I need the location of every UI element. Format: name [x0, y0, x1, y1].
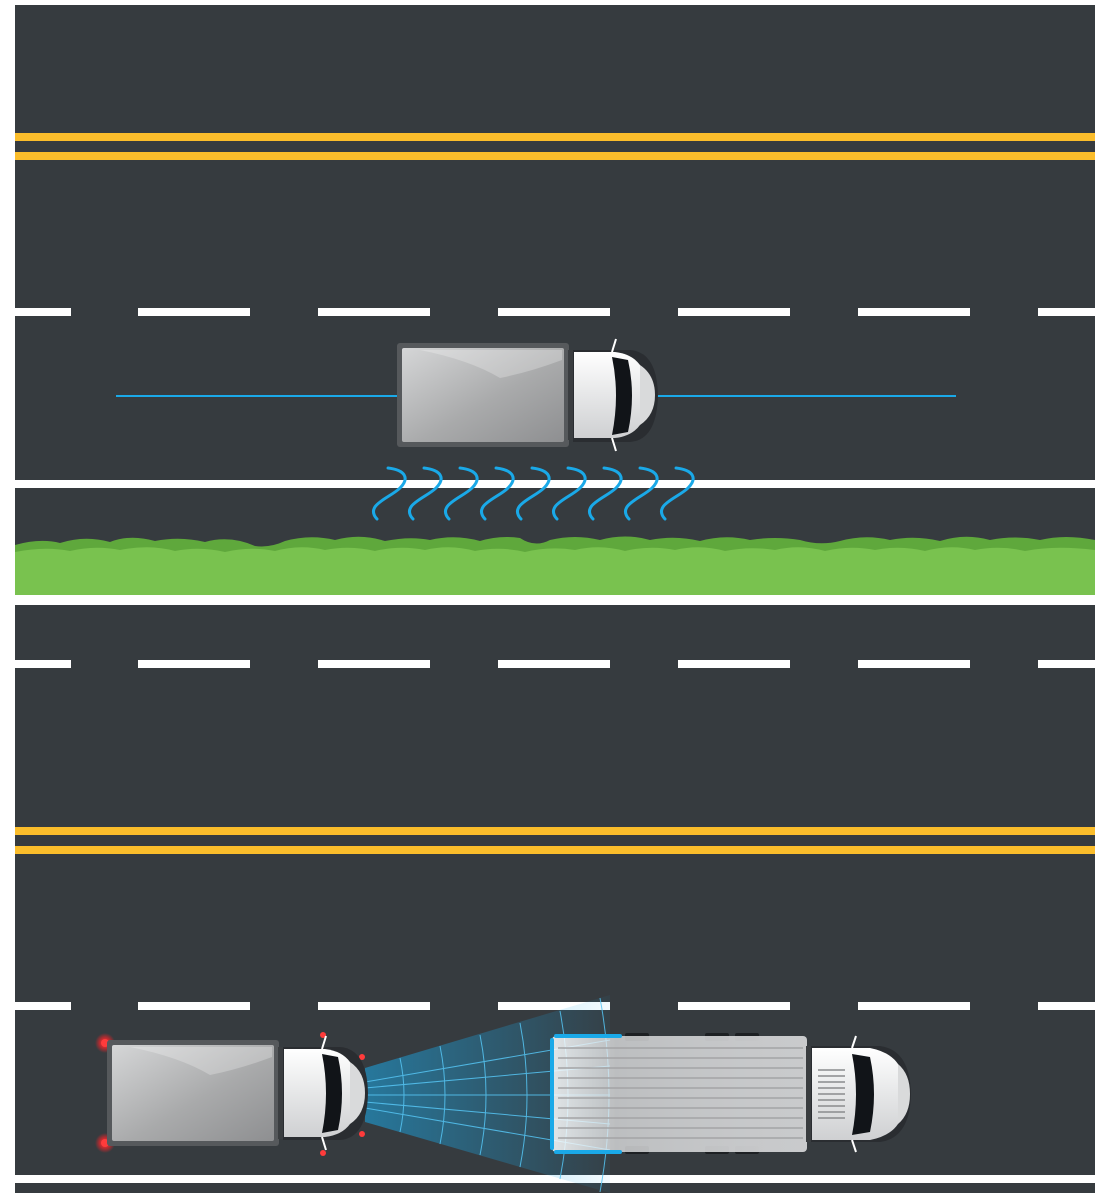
bottom-panel-collision-warning — [15, 605, 1095, 1193]
top-center-line-lower — [15, 152, 1095, 160]
box-truck-icon — [397, 339, 658, 451]
top-center-line-upper — [15, 133, 1095, 141]
semi-trailer-icon — [552, 1033, 911, 1154]
bottom-center-line-upper — [15, 827, 1095, 835]
bottom-dashed-lane-line-upper — [15, 660, 1095, 668]
box-truck-following-icon — [107, 1036, 368, 1150]
bottom-center-line-lower — [15, 846, 1095, 854]
top-edge-line — [15, 480, 1095, 488]
bottom-dashed-lane-line-lower — [15, 1002, 1095, 1010]
top-dashed-lane-line — [15, 308, 1095, 316]
top-grass-verge — [15, 537, 1095, 596]
top-panel-lane-keeping — [15, 5, 1095, 595]
